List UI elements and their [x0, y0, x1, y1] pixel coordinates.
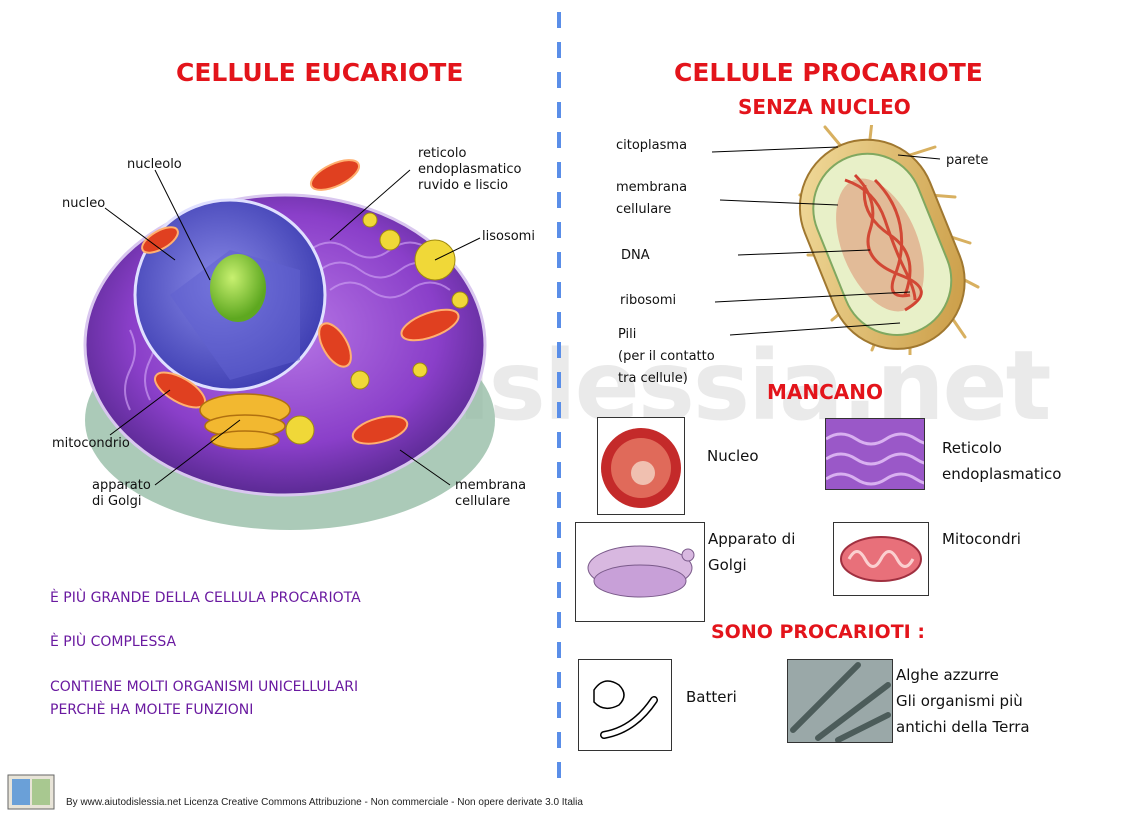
missing-mitocondri: Mitocondri [942, 530, 1021, 548]
missing-golgi-1: Apparato di [708, 530, 796, 548]
label-parete: parete [946, 153, 989, 168]
footer-license: By www.aiutodislessia.net Licenza Creati… [66, 797, 583, 808]
fact-complex: È PIÙ COMPLESSA [50, 634, 177, 650]
label-pili-2: (per il contatto [618, 349, 715, 364]
prokaryote-title: CELLULE PROCARIOTE [674, 58, 983, 87]
missing-reticolo-2: endoplasmatico [942, 465, 1062, 483]
fact-larger: È PIÙ GRANDE DELLA CELLULA PROCARIOTA [50, 590, 361, 606]
nucleus-thumbnail [597, 417, 685, 515]
label-dna: DNA [621, 248, 650, 263]
label-pili-3: tra cellule) [618, 371, 688, 386]
label-reticolo-3: ruvido e liscio [418, 178, 509, 193]
golgi-thumbnail [575, 522, 705, 622]
label-golgi-2: di Golgi [92, 494, 142, 509]
algae-thumbnail [787, 659, 893, 743]
alghe-label-2: Gli organismi più [896, 692, 1023, 710]
label-golgi-1: apparato [92, 478, 151, 493]
label-pili-1: Pili [618, 327, 637, 342]
alghe-label-1: Alghe azzurre [896, 666, 999, 684]
label-nucleo: nucleo [62, 196, 106, 211]
label-membrana-1: membrana [455, 478, 527, 493]
label-reticolo-1: reticolo [418, 146, 467, 161]
prokaryotic-cell-illustration [711, 125, 980, 355]
missing-nucleo: Nucleo [707, 447, 759, 465]
label-reticolo-2: endoplasmatico [418, 162, 522, 177]
label-ribosomi: ribosomi [620, 293, 677, 308]
er-thumbnail [825, 418, 925, 490]
missing-golgi-2: Golgi [708, 556, 747, 574]
fact-organisms: CONTIENE MOLTI ORGANISMI UNICELLULARI [50, 679, 359, 695]
label-membrana-2: cellulare [455, 494, 511, 509]
bacteria-thumbnail [578, 659, 672, 751]
batteri-label: Batteri [686, 688, 737, 706]
book-logo-icon [7, 774, 55, 810]
missing-reticolo-1: Reticolo [942, 439, 1002, 457]
mitochondrion-thumbnail [833, 522, 929, 596]
eukaryotic-cell-illustration [83, 159, 495, 530]
label-citoplasma: citoplasma [616, 138, 688, 153]
label-mitocondrio: mitocondrio [52, 436, 130, 451]
label-lisosomi: lisosomi [482, 229, 535, 244]
label-nucleolo: nucleolo [127, 157, 182, 172]
column-divider [557, 12, 561, 792]
mancano-title: MANCANO [767, 380, 884, 404]
alghe-label-3: antichi della Terra [896, 718, 1030, 736]
label-membrana-2-pro: cellulare [616, 202, 672, 217]
fact-functions: PERCHÈ HA MOLTE FUNZIONI [50, 702, 254, 718]
prokaryote-subtitle: SENZA NUCLEO [738, 95, 911, 119]
sono-procarioti-title: SONO PROCARIOTI : [711, 621, 925, 643]
eukaryote-title: CELLULE EUCARIOTE [176, 58, 464, 87]
label-membrana-1-pro: membrana [616, 180, 688, 195]
